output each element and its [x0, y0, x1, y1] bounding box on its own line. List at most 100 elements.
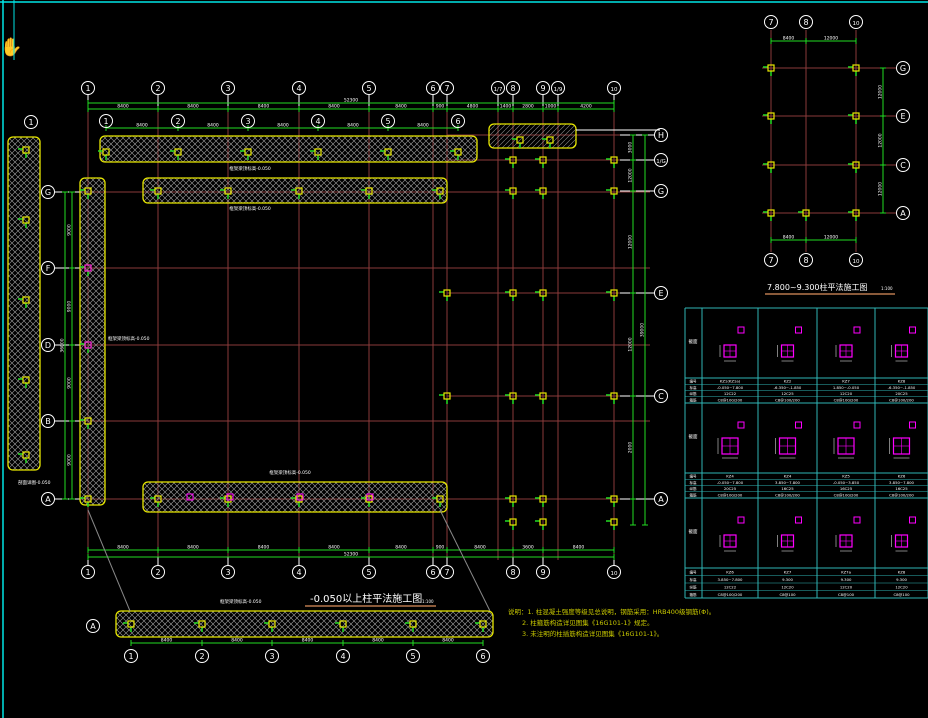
section-key — [853, 326, 861, 334]
axis-bubble-circle — [86, 619, 100, 633]
axis-top-6: 6 — [426, 81, 440, 95]
dimension-text: 8400 — [187, 104, 199, 110]
axis-bubble-circle — [406, 649, 420, 663]
axis-top-8: 8 — [506, 81, 520, 95]
axis-bubble-circle — [336, 649, 350, 663]
table-cell: KZ7a — [841, 569, 851, 574]
dimension-text: 900 — [436, 104, 445, 110]
axis-label: G — [900, 64, 906, 73]
dimension-text: 12000 — [628, 337, 634, 351]
axis-label: 10 — [611, 87, 618, 93]
table-cell: KZ8 — [898, 379, 906, 384]
column-marker — [610, 495, 618, 503]
axis-top-1: 1 — [81, 81, 95, 95]
table-cell: C8@100 — [779, 592, 796, 597]
dimension-text: 8400 — [395, 545, 407, 551]
elevation-note: 剖面详图-0.050 — [18, 479, 51, 486]
section-key — [737, 326, 745, 334]
column-marker — [610, 289, 618, 297]
table-cell: 12C20 — [781, 584, 794, 589]
table-cell: -6.350~-1.850 — [774, 385, 802, 390]
dimension-text: 8400 — [328, 545, 340, 551]
axis-label: 2 — [155, 84, 160, 93]
table-cell: 12C20 — [840, 391, 853, 396]
table-cell: C8@100/200 — [889, 397, 914, 402]
column-marker — [509, 187, 517, 195]
dimension-text: 8400 — [117, 545, 129, 551]
axis-elev-bottom-2: 2 — [195, 649, 209, 663]
table-cell: 20C25 — [724, 486, 737, 491]
table-cell: KZ7 — [842, 379, 850, 384]
axis-small-top-10: 10 — [849, 15, 863, 29]
table-row-header: 纵筋 — [690, 391, 698, 396]
dimension-text: 9000 — [67, 377, 73, 389]
table-cell: 12C20 — [840, 584, 853, 589]
dimension-text: 1000 — [545, 104, 557, 110]
dimension-text: 12000 — [878, 182, 884, 196]
axis-bubble-circle — [799, 253, 813, 267]
dimension-text: 12000 — [878, 85, 884, 99]
axis-bottom-7: 7 — [440, 565, 454, 579]
axis-bubble-circle — [896, 109, 910, 123]
axis-label: 4 — [340, 652, 345, 661]
axis-label: 6 — [430, 84, 435, 93]
column-marker — [244, 148, 252, 156]
axis-right-A: A — [654, 492, 668, 506]
axis-bubble-circle — [536, 81, 550, 95]
axis-right-C: C — [654, 389, 668, 403]
axis-bubble-circle — [764, 15, 778, 29]
section-key — [909, 421, 916, 429]
axis-label: D — [45, 341, 51, 350]
axis-label: 1/7 — [494, 87, 503, 93]
dimension-text: 52300 — [344, 552, 358, 558]
axis-label: B — [45, 417, 51, 426]
axis-elev-top-2: 2 — [171, 114, 185, 128]
column-marker — [22, 376, 30, 384]
table-row-header: 编号 — [690, 474, 698, 479]
column-marker — [443, 392, 451, 400]
axis-bubble-circle — [292, 565, 306, 579]
axis-bubble-circle — [451, 114, 465, 128]
dimension-text: 3600 — [522, 545, 534, 551]
section-key — [795, 421, 802, 429]
table-cell: KZ8 — [898, 569, 906, 574]
axis-bubble-circle — [654, 184, 668, 198]
axis-left-D: D — [41, 338, 55, 352]
axis-bubble-circle — [151, 565, 165, 579]
section-leader — [439, 509, 491, 612]
table-cell: 12C22 — [724, 391, 737, 396]
column-marker — [224, 187, 232, 195]
axis-label: 7 — [444, 568, 449, 577]
dimension-text: 8400 — [161, 638, 173, 644]
axis-small-right-E: E — [896, 109, 910, 123]
column-marker — [610, 518, 618, 526]
dimension-text: 2000 — [628, 442, 634, 454]
axis-small-top-7: 7 — [764, 15, 778, 29]
axis-bubble-circle — [506, 565, 520, 579]
axis-label: A — [45, 495, 51, 504]
table-row-header: 编号 — [690, 379, 698, 384]
column-marker — [384, 148, 392, 156]
beam-note: 框架梁顶标高-0.050 — [229, 205, 271, 212]
dimension-text: 1400 — [500, 104, 512, 110]
dimension-text: 39000 — [640, 323, 646, 337]
axis-label: 2 — [199, 652, 204, 661]
axis-bubble-circle — [362, 81, 376, 95]
column-marker — [454, 148, 462, 156]
dimension-text: 8400 — [328, 104, 340, 110]
axis-bubble-circle — [654, 286, 668, 300]
axis-bubble-circle — [849, 253, 863, 267]
axis-bubble-circle — [654, 492, 668, 506]
dimension-text: 3000 — [628, 142, 634, 154]
dimension-text: 8400 — [207, 123, 219, 129]
axis-small-right-C: C — [896, 158, 910, 172]
axis-bubble-circle — [896, 61, 910, 75]
axis-bubble-circle — [426, 565, 440, 579]
axis-bubble-circle — [99, 114, 113, 128]
axis-top-4: 4 — [292, 81, 306, 95]
column-marker — [174, 148, 182, 156]
table-cell: KZ6 — [898, 474, 906, 479]
axis-bubble-circle — [41, 492, 55, 506]
table-cell: 9.300 — [896, 577, 907, 582]
